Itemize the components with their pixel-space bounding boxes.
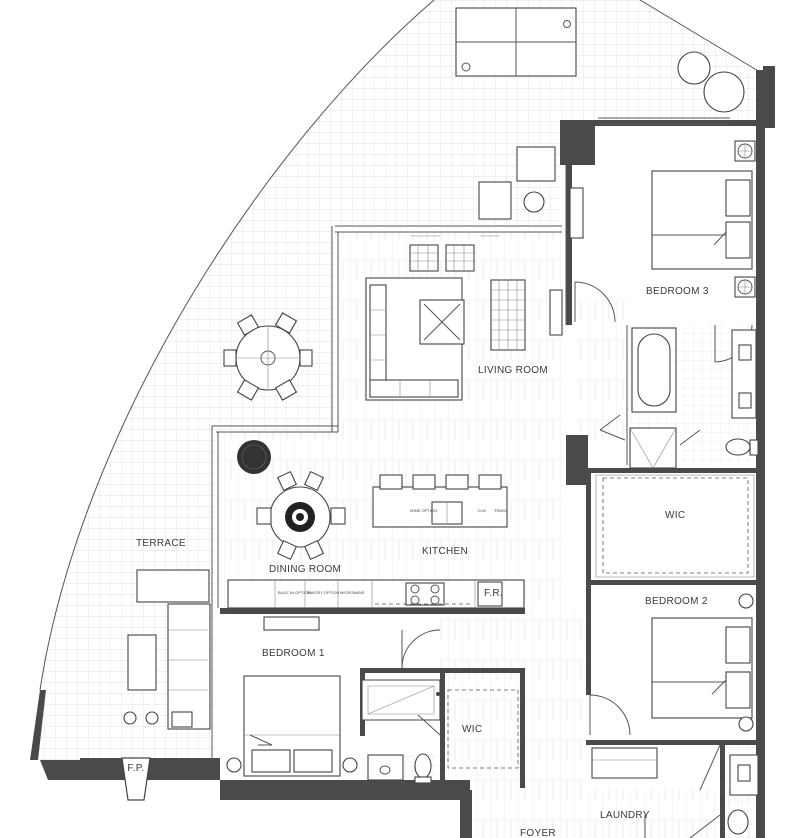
terrace-label: TERRACE: [136, 538, 186, 549]
living-room-label: LIVING ROOM: [478, 365, 548, 376]
bedroom-2-label: BEDROOM 2: [645, 596, 708, 607]
glazing-lines: [211, 117, 730, 760]
fireplace: F.P.: [121, 757, 151, 801]
laundry-label: LAUNDRY: [600, 810, 650, 821]
built-in-oven-label: BUILT-IN OPTION: [278, 590, 311, 595]
microwave-label: MICROWAVE: [340, 590, 365, 595]
wic-2-label: WIC: [665, 510, 685, 521]
bedroom-3-fixtures: [569, 140, 759, 469]
pantry-option-label: PANTRY OPTION: [307, 590, 339, 595]
wic-1-label: WIC: [462, 724, 482, 735]
kitchen-fixtures: WINE OPTION D.W. TRASH BUILT-IN OPTION P…: [227, 474, 525, 609]
laundry-fixtures: [591, 744, 759, 838]
bedroom-1-label: BEDROOM 1: [262, 648, 325, 659]
trash-label: TRASH: [494, 508, 508, 513]
terrace-furniture: [123, 7, 745, 730]
kitchen-label: KITCHEN: [422, 546, 468, 557]
wic-2-fixtures: [595, 474, 755, 578]
wine-label: WINE OPTION: [410, 508, 437, 513]
dining-furniture: [237, 440, 346, 561]
room-labels: TERRACE LIVING ROOM DINING ROOM KITCHEN …: [136, 286, 709, 838]
bedroom-1-fixtures: [226, 616, 519, 784]
foyer-label: FOYER: [520, 828, 556, 838]
dishwasher-label: D.W.: [478, 508, 487, 513]
fireplace-label: F.P.: [127, 763, 144, 774]
bedroom-3-label: BEDROOM 3: [646, 286, 709, 297]
fridge-label: F.R.: [484, 588, 503, 599]
walls: [30, 66, 775, 838]
living-room-furniture: [365, 244, 563, 401]
dining-room-label: DINING ROOM: [269, 564, 341, 575]
north-arrow-icon: [779, 4, 789, 14]
bedroom-2-fixtures: [589, 593, 754, 736]
